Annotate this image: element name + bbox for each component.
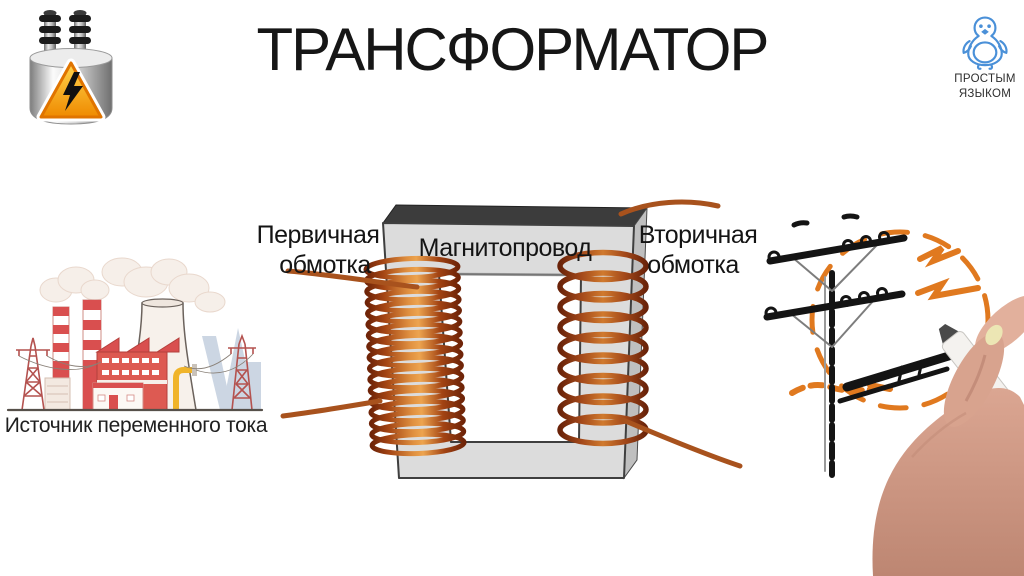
secondary-label-line1: Вторичная (639, 221, 758, 249)
secondary-top-lead (618, 199, 721, 217)
penguin-icon (962, 16, 1008, 70)
thumbnail (985, 324, 1003, 346)
primary-label-line2: обмотка (279, 251, 371, 279)
warning-triangle-icon (36, 58, 106, 122)
primary-top-lead (285, 268, 420, 290)
hand-drawing-power-line-sketch (763, 213, 1024, 576)
brand-logo: ПРОСТЫМ ЯЗЫКОМ (942, 12, 1024, 102)
orange-circle-sketch (789, 229, 991, 411)
secondary-bottom-lead (620, 417, 743, 469)
power-lines (18, 353, 254, 374)
secondary-label-line2: обмотка (647, 251, 739, 279)
core-label: Магнитопровод (419, 234, 593, 262)
transformer-diagram: Первичная обмотка Магнитопровод Вторична… (257, 199, 758, 480)
office-building (92, 382, 144, 411)
utility-pole-sketch (763, 213, 957, 478)
bushing-left (39, 10, 61, 58)
transformer-barrel-icon (29, 10, 113, 125)
warehouse-building (44, 377, 71, 411)
bushing-right (69, 10, 91, 58)
smoke-clouds (39, 257, 226, 313)
secondary-coil (557, 249, 649, 447)
primary-label-line1: Первичная (257, 221, 380, 249)
source-caption: Источник переменного тока (4, 414, 268, 437)
page-title: ТРАНСФОРМАТОР (256, 16, 770, 83)
primary-bottom-lead (280, 398, 383, 419)
wire-leads (280, 199, 743, 469)
brand-text-line2: ЯЗЫКОМ (958, 87, 1012, 100)
pylon-left (16, 337, 50, 411)
background-silhouette (202, 328, 261, 410)
brand-text-line1: ПРОСТЫМ (954, 73, 1016, 85)
hand (872, 324, 1024, 576)
power-plant-illustration (6, 257, 264, 412)
pylon-right (228, 333, 256, 411)
yellow-pipe (173, 364, 197, 410)
